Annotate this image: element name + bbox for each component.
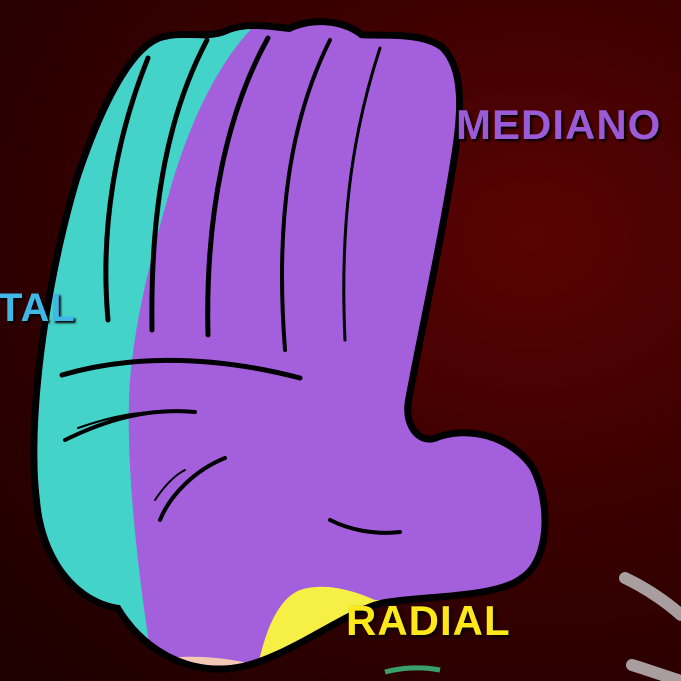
ulnar-nerve-label: TAL <box>0 288 76 328</box>
radial-nerve-label: RADIAL <box>346 600 511 642</box>
decorative-arcs <box>625 578 681 681</box>
median-nerve-label: MEDIANO <box>456 104 661 146</box>
green-accent <box>385 668 440 672</box>
